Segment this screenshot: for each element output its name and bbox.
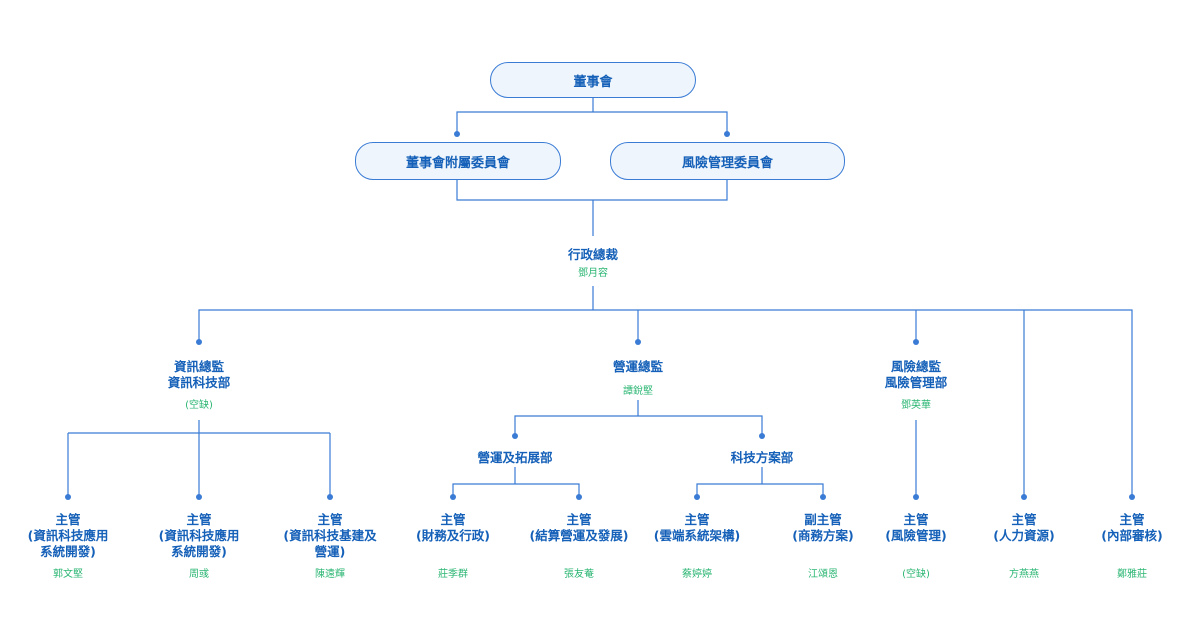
manager-scope: (財務及行政) [416, 528, 490, 543]
manager-name: 方燕燕 [1009, 569, 1039, 580]
ceo-node: 行政總裁 鄧月容 [568, 247, 618, 280]
committee-connector [456, 180, 728, 236]
dot [450, 494, 456, 500]
manager-name: 江頌恩 [808, 569, 838, 580]
manager-scope-cont: 系統開發) [171, 544, 227, 559]
board-label: 董事會 [573, 74, 613, 90]
dot [327, 494, 333, 500]
it-department-title: 資訊科技部 [167, 375, 231, 390]
manager-scope: (風險管理) [885, 528, 947, 543]
board-committee-label: 董事會附屬委員會 [405, 155, 510, 171]
tech-solutions-connector [696, 467, 824, 497]
risk-director-title: 風險總監 [890, 359, 942, 374]
ops-expansion-connector [452, 467, 580, 497]
manager-scope-cont: 營運) [314, 544, 346, 559]
manager-scope: (資訊科技應用 [27, 528, 109, 543]
manager-node: 主管 (資訊科技應用 系統開發) 郭文堅 [28, 512, 109, 581]
tech-solutions-dept: 科技方案部 [730, 450, 794, 465]
dot [196, 339, 202, 345]
ops-connector [514, 400, 763, 436]
dot [913, 339, 919, 345]
manager-node: 主管 (內部審核) 鄭雅莊 [1101, 512, 1162, 581]
dot [65, 494, 71, 500]
ceo-connector [198, 286, 1133, 497]
board-box: 董事會 [490, 62, 696, 98]
manager-node: 副主管 (商務方案) 江頌恩 [792, 512, 853, 581]
manager-title: 主管 [317, 512, 343, 527]
dot [694, 494, 700, 500]
manager-node: 主管 (資訊科技應用 系統開發) 周彧 [159, 512, 240, 581]
dot [759, 433, 765, 439]
ceo-title: 行政總裁 [567, 247, 619, 262]
manager-title: 主管 [186, 512, 212, 527]
manager-name: 周彧 [189, 569, 209, 580]
manager-scope: (資訊科技基建及 [283, 528, 377, 543]
manager-title: 主管 [440, 512, 466, 527]
manager-title: 主管 [566, 512, 592, 527]
manager-name: 鄭雅莊 [1117, 569, 1147, 580]
manager-scope: (人力資源) [993, 528, 1055, 543]
risk-department-title: 風險管理部 [884, 375, 948, 390]
dot [1129, 494, 1135, 500]
dot [1021, 494, 1027, 500]
manager-scope: (結算營運及發展) [529, 528, 629, 543]
manager-name: 郭文堅 [53, 569, 83, 580]
manager-node: 主管 (雲端系統架構) 蔡婷婷 [654, 512, 740, 581]
manager-name: 莊季群 [438, 569, 468, 580]
it-director-node: 資訊總監 資訊科技部 (空缺) [168, 359, 231, 412]
dot [512, 433, 518, 439]
manager-title: 主管 [1119, 512, 1145, 527]
dot [576, 494, 582, 500]
risk-committee-box: 風險管理委員會 [610, 142, 845, 180]
risk-committee-label: 風險管理委員會 [681, 155, 773, 171]
risk-director-node: 風險總監 風險管理部 鄧英華 [885, 359, 948, 412]
dot [820, 494, 826, 500]
ops-director-node: 營運總監 譚銳堅 [613, 359, 663, 398]
manager-node: 主管 (風險管理) (空缺) [885, 512, 946, 581]
board-connector [456, 98, 728, 134]
board-committee-box: 董事會附屬委員會 [355, 142, 561, 180]
dot [635, 339, 641, 345]
manager-name: 蔡婷婷 [682, 569, 712, 580]
manager-scope: (內部審核) [1101, 528, 1163, 543]
manager-node: 主管 (人力資源) 方燕燕 [993, 512, 1054, 581]
dot [196, 494, 202, 500]
ops-director-name: 譚銳堅 [622, 386, 653, 397]
manager-title: 副主管 [804, 512, 842, 527]
manager-node: 主管 (財務及行政) 莊季群 [416, 512, 490, 581]
ops-expansion-dept: 營運及拓展部 [477, 450, 553, 465]
manager-name: (空缺) [902, 569, 930, 580]
manager-node: 主管 (資訊科技基建及 營運) 陳遠輝 [283, 512, 376, 581]
manager-title: 主管 [684, 512, 710, 527]
risk-director-name: 鄧英華 [900, 400, 931, 411]
manager-title: 主管 [1011, 512, 1037, 527]
it-director-title: 資訊總監 [173, 359, 225, 374]
dot [454, 131, 460, 137]
manager-scope: (資訊科技應用 [158, 528, 240, 543]
manager-scope: (雲端系統架構) [653, 528, 741, 543]
manager-name: 陳遠輝 [315, 569, 345, 580]
dot [913, 494, 919, 500]
dot [724, 131, 730, 137]
manager-scope: (商務方案) [792, 528, 854, 543]
manager-name: 張友菴 [564, 569, 594, 580]
manager-title: 主管 [903, 512, 929, 527]
manager-title: 主管 [55, 512, 81, 527]
it-connector [67, 420, 331, 497]
manager-scope-cont: 系統開發) [40, 544, 96, 559]
it-director-name: (空缺) [185, 400, 213, 411]
ops-director-title: 營運總監 [612, 359, 664, 374]
ceo-name: 鄧月容 [577, 268, 608, 279]
manager-node: 主管 (結算營運及發展) 張友菴 [530, 512, 629, 581]
